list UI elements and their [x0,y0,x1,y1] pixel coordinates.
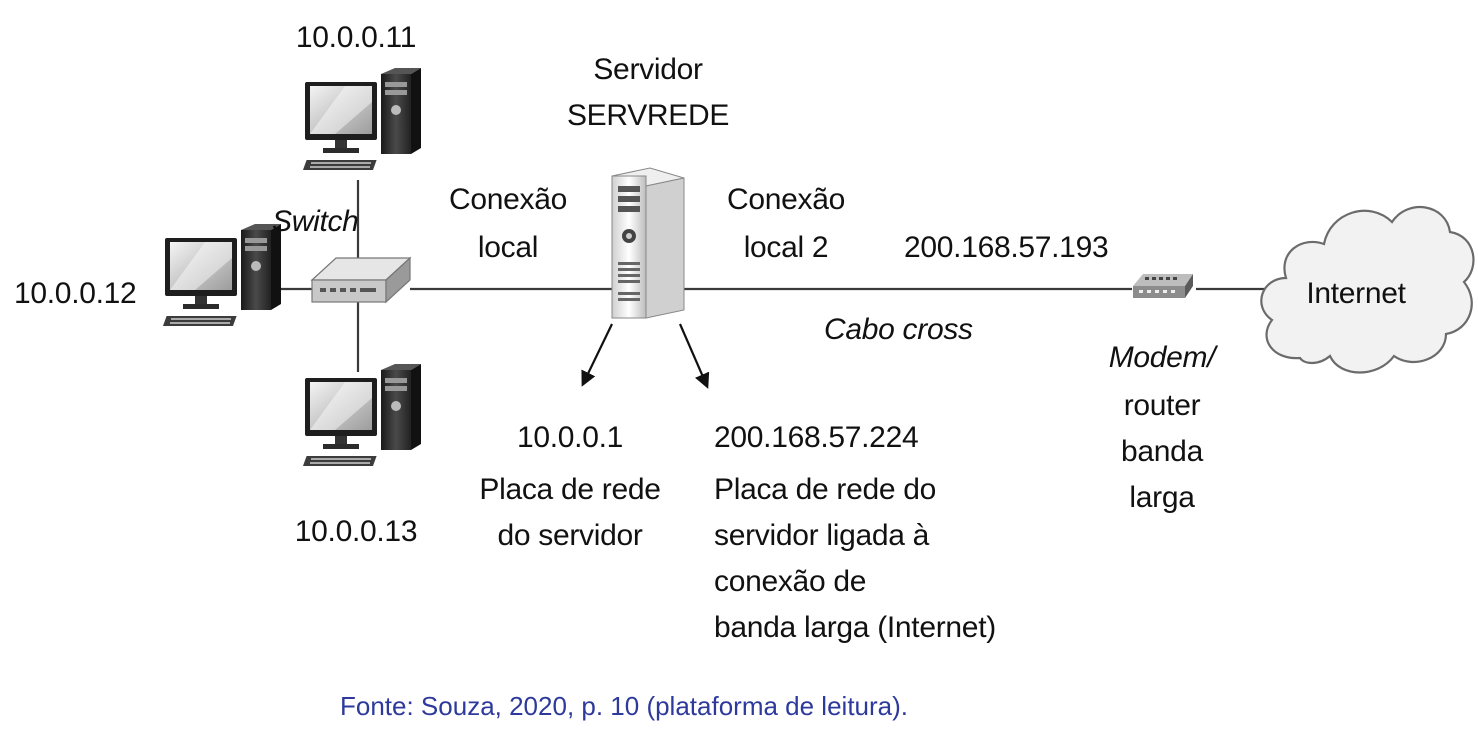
figure-caption: Fonte: Souza, 2020, p. 10 (plataforma de… [340,691,909,721]
nic-local-label-line1: 10.0.0.1 [516,421,624,454]
internet-cloud-icon [1260,205,1475,374]
pc-bottom-icon [302,364,421,466]
modem-router-icon [1133,274,1193,298]
nic-wan-label-line4: conexão de [714,565,867,598]
wan-ip-label: 200.168.57.193 [904,231,1109,264]
server-label-line1: Servidor [593,53,703,86]
nic-wan-label-line1: 200.168.57.224 [714,421,919,454]
modem-label-line3: banda [1121,435,1203,468]
pc-left-ip-label: 10.0.0.12 [14,277,137,310]
nic-wan-label-line5: banda larga (Internet) [714,611,996,644]
down-arrow-icon [581,323,613,387]
local-connection-label-line1: Conexão [449,183,567,216]
server-label-line2: SERVREDE [566,99,730,132]
nic-wan-label-line2: Placa de rede do [714,473,937,506]
switch-label: Switch [272,205,359,238]
down-arrow-icon [678,323,710,389]
pc-bottom-ip-label: 10.0.0.13 [294,515,418,548]
local-connection-2-label-line2: local 2 [743,231,829,264]
nic-local-label-line3: do servidor [497,519,643,552]
tower-server-icon [611,167,685,319]
nic-wan-label-line3: servidor ligada à [714,519,930,552]
modem-label-line1: Modem/ [1108,341,1216,374]
modem-label-line2: router [1123,389,1201,422]
local-connection-2-label-line1: Conexão [727,183,845,216]
network-switch-icon [310,256,412,304]
local-connection-label-line2: local [477,231,539,264]
connection-lines [270,180,1268,372]
modem-label-line4: larga [1129,481,1195,514]
cable-label: Cabo cross [824,313,973,346]
pc-top-icon [302,68,421,170]
pc-top-ip-label: 10.0.0.11 [295,21,417,54]
nic-local-label-line2: Placa de rede [479,473,661,506]
pc-left-icon [162,224,281,326]
internet-label: Internet [1306,277,1406,310]
